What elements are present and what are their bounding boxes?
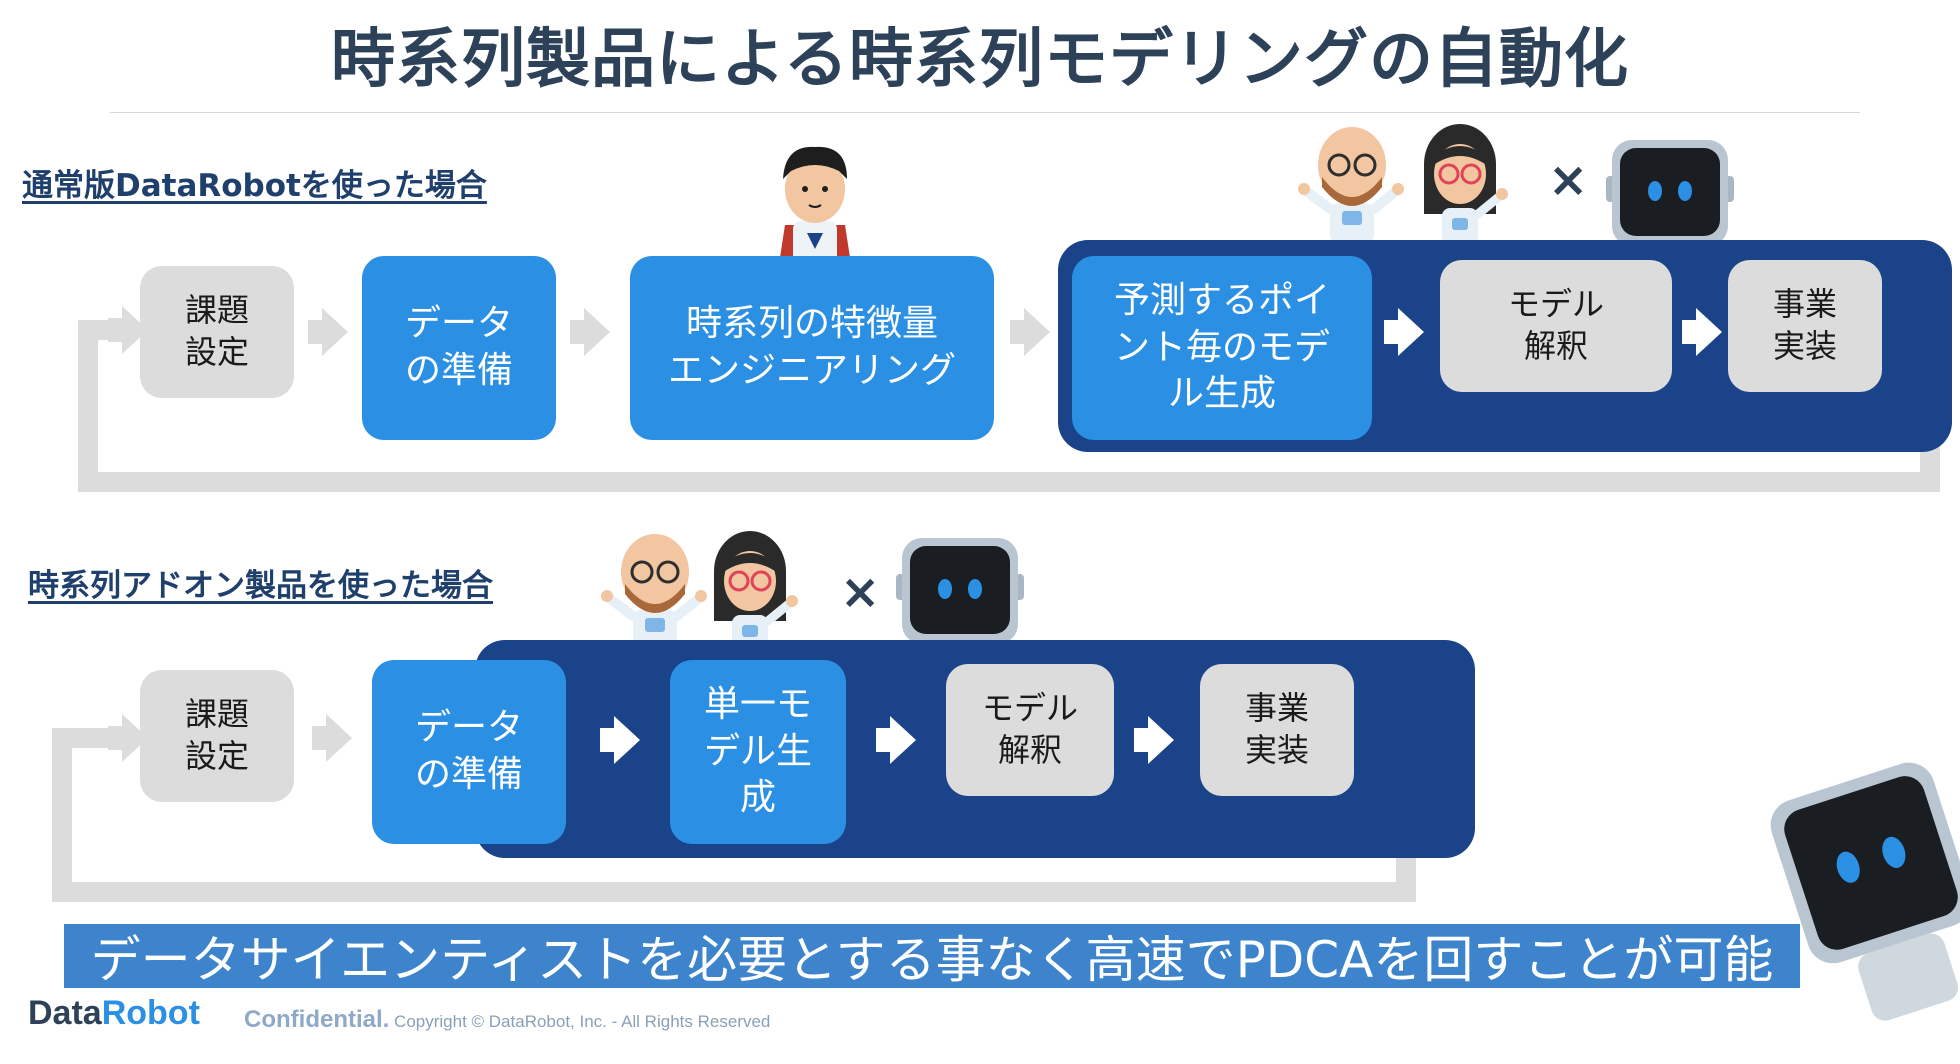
- step-model-interpretation: モデル 解釈: [946, 664, 1114, 796]
- section-label-standard: 通常版DataRobotを使った場合: [22, 168, 487, 204]
- step-business-deployment: 事業 実装: [1728, 260, 1882, 392]
- footer-legal: Confidential. Copyright © DataRobot, Inc…: [244, 1006, 770, 1034]
- step-feature-engineering: 時系列の特徴量 エンジニアリング: [630, 256, 994, 440]
- title-divider: [110, 112, 1860, 113]
- confidential-label: Confidential.: [244, 1006, 390, 1033]
- data-scientist-woman-icon: [1424, 124, 1508, 254]
- summary-banner: データサイエンティストを必要とする事なく高速でPDCAを回すことが可能: [64, 924, 1800, 989]
- step-single-model: 単一モ デル生 成: [670, 660, 846, 844]
- logo-text-data: Data: [28, 994, 102, 1032]
- datarobot-logo: DataRobot: [28, 994, 200, 1033]
- step-data-preparation: データ の準備: [362, 256, 556, 440]
- data-scientist-man-icon: [1298, 127, 1404, 251]
- step-business-deployment: 事業 実装: [1200, 664, 1354, 796]
- corner-robot-icon: [1770, 762, 1960, 1021]
- page-title: 時系列製品による時系列モデリングの自動化: [330, 23, 1630, 97]
- step-data-preparation: データ の準備: [372, 660, 566, 844]
- times-symbol: ×: [840, 564, 881, 620]
- copyright-text: Copyright © DataRobot, Inc. - All Rights…: [389, 1012, 771, 1031]
- step-problem-setting: 課題 設定: [140, 266, 294, 398]
- section-label-addon: 時系列アドオン製品を使った場合: [28, 568, 493, 604]
- step-problem-setting: 課題 設定: [140, 670, 294, 802]
- logo-text-robot: Robot: [101, 994, 200, 1032]
- step-model-per-point: 予測するポイ ント毎のモデ ル生成: [1072, 256, 1372, 440]
- times-symbol: ×: [1548, 152, 1589, 208]
- step-model-interpretation: モデル 解釈: [1440, 260, 1672, 392]
